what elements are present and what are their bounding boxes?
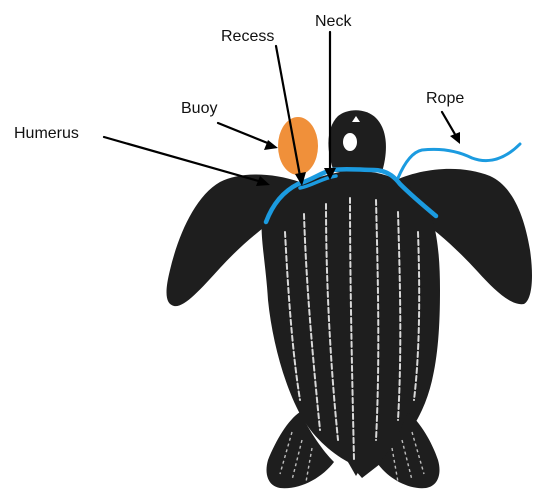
- label-buoy: Buoy: [181, 100, 217, 117]
- head-spot: [343, 133, 357, 151]
- label-rope: Rope: [426, 90, 464, 107]
- annotation-labels: Recess Neck Rope Buoy Humerus: [14, 13, 464, 142]
- label-neck: Neck: [315, 13, 352, 30]
- label-recess: Recess: [221, 28, 274, 45]
- rope-arrow: [442, 112, 456, 136]
- humerus-arrow: [104, 137, 262, 182]
- buoy-arrow: [218, 123, 270, 144]
- turtle: [167, 110, 532, 488]
- label-humerus: Humerus: [14, 125, 79, 142]
